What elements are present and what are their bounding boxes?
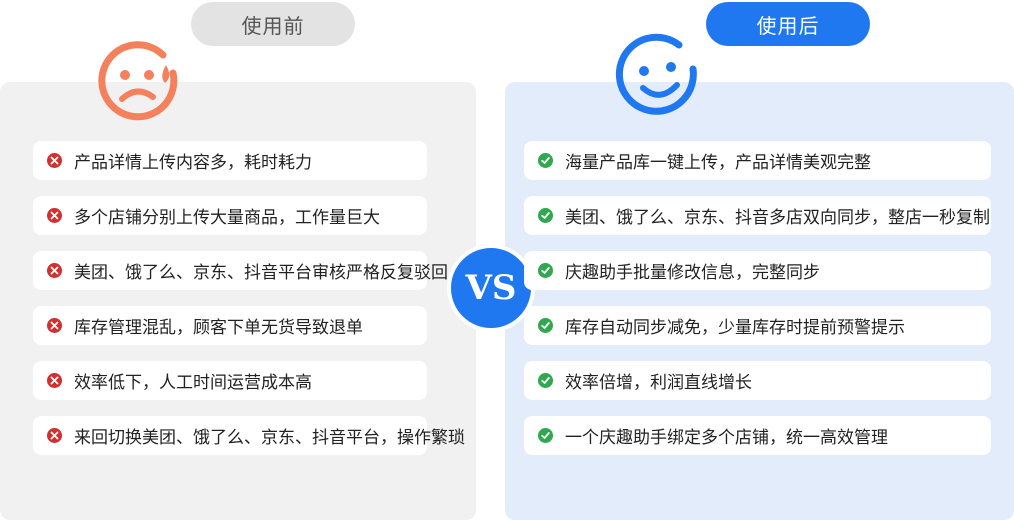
happy-face-icon bbox=[615, 33, 697, 115]
list-item-text: 库存自动同步减免，少量库存时提前预警提示 bbox=[565, 318, 905, 338]
cross-icon bbox=[47, 208, 62, 223]
vs-label: VS bbox=[465, 268, 517, 308]
cross-icon bbox=[47, 318, 62, 333]
list-item-text: 美团、饿了么、京东、抖音平台审核严格反复驳回 bbox=[74, 263, 448, 283]
list-item: 庆趣助手批量修改信息，完整同步 bbox=[524, 251, 991, 290]
list-item: 一个庆趣助手绑定多个店铺，统一高效管理 bbox=[524, 416, 991, 455]
list-item: 效率倍增，利润直线增长 bbox=[524, 361, 991, 400]
list-item-text: 产品详情上传内容多，耗时耗力 bbox=[74, 153, 312, 173]
cross-icon bbox=[47, 153, 62, 168]
list-item: 多个店铺分别上传大量商品，工作量巨大 bbox=[33, 196, 427, 235]
list-item: 海量产品库一键上传，产品详情美观完整 bbox=[524, 141, 991, 180]
check-icon bbox=[538, 208, 553, 223]
list-item: 美团、饿了么、京东、抖音多店双向同步，整店一秒复制 bbox=[524, 196, 991, 235]
check-icon bbox=[538, 318, 553, 333]
check-icon bbox=[538, 263, 553, 278]
cross-icon bbox=[47, 373, 62, 388]
sad-face-icon bbox=[98, 41, 178, 121]
list-item-text: 美团、饿了么、京东、抖音多店双向同步，整店一秒复制 bbox=[565, 208, 990, 228]
before-title: 使用前 bbox=[241, 13, 305, 38]
list-item: 效率低下，人工时间运营成本高 bbox=[33, 361, 427, 400]
check-icon bbox=[538, 153, 553, 168]
list-item: 来回切换美团、饿了么、京东、抖音平台，操作繁琐 bbox=[33, 416, 465, 455]
cross-icon bbox=[47, 428, 62, 443]
after-list: 海量产品库一键上传，产品详情美观完整 美团、饿了么、京东、抖音多店双向同步，整店… bbox=[524, 141, 991, 471]
list-item: 库存自动同步减免，少量库存时提前预警提示 bbox=[524, 306, 991, 345]
before-title-pill: 使用前 bbox=[191, 2, 355, 46]
after-title-pill: 使用后 bbox=[706, 2, 870, 46]
list-item-text: 多个店铺分别上传大量商品，工作量巨大 bbox=[74, 208, 380, 228]
before-list: 产品详情上传内容多，耗时耗力 多个店铺分别上传大量商品，工作量巨大 美团、饿了么… bbox=[33, 141, 465, 471]
vs-badge: VS bbox=[447, 244, 535, 332]
cross-icon bbox=[47, 263, 62, 278]
list-item-text: 效率倍增，利润直线增长 bbox=[565, 373, 752, 393]
list-item-text: 庆趣助手批量修改信息，完整同步 bbox=[565, 263, 820, 283]
list-item: 库存管理混乱，顾客下单无货导致退单 bbox=[33, 306, 427, 345]
list-item-text: 一个庆趣助手绑定多个店铺，统一高效管理 bbox=[565, 428, 888, 448]
check-icon bbox=[538, 428, 553, 443]
list-item-text: 来回切换美团、饿了么、京东、抖音平台，操作繁琐 bbox=[74, 428, 465, 448]
list-item: 产品详情上传内容多，耗时耗力 bbox=[33, 141, 427, 180]
list-item-text: 海量产品库一键上传，产品详情美观完整 bbox=[565, 153, 871, 173]
list-item-text: 效率低下，人工时间运营成本高 bbox=[74, 373, 312, 393]
list-item-text: 库存管理混乱，顾客下单无货导致退单 bbox=[74, 318, 363, 338]
list-item: 美团、饿了么、京东、抖音平台审核严格反复驳回 bbox=[33, 251, 448, 290]
check-icon bbox=[538, 373, 553, 388]
after-title: 使用后 bbox=[756, 13, 820, 38]
